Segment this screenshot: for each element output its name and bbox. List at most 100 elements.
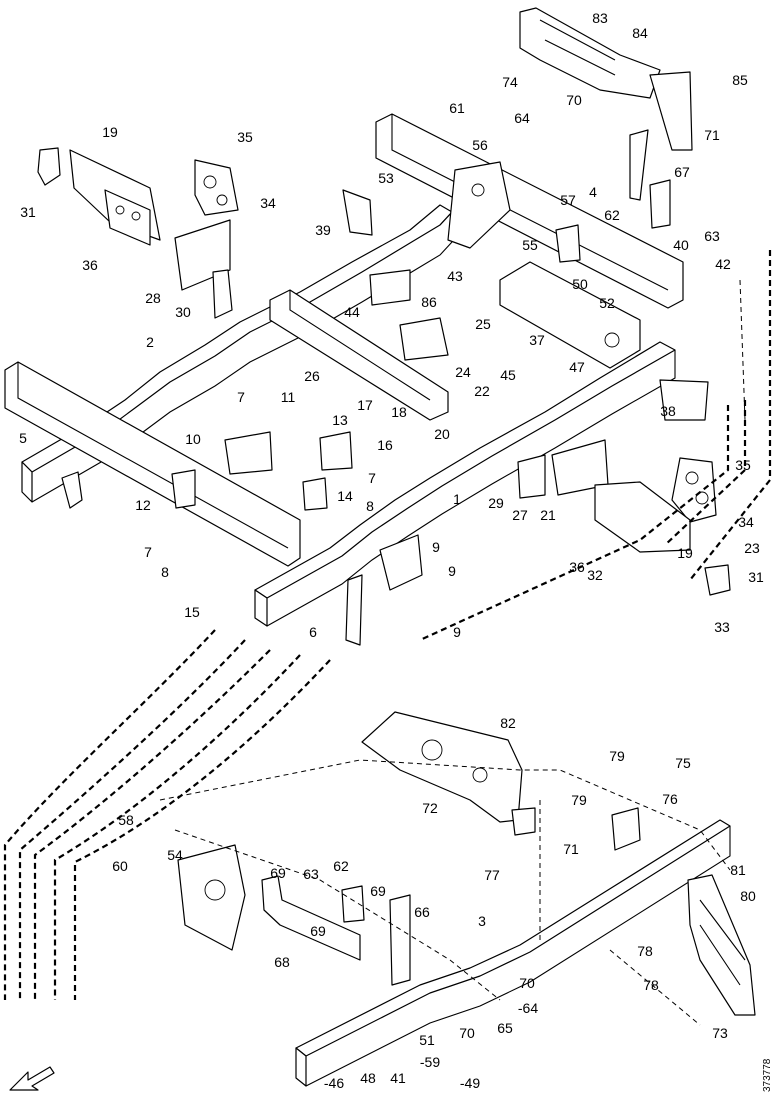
callout-label: 84 bbox=[632, 25, 648, 41]
callout-50: 50 bbox=[572, 276, 588, 292]
callout-63a: 63 bbox=[704, 228, 720, 244]
callout-label: 52 bbox=[599, 295, 615, 311]
callout-18: 18 bbox=[391, 404, 407, 420]
callout-label: 34 bbox=[738, 514, 754, 530]
callout-21: 21 bbox=[540, 507, 556, 523]
callout-49: -49 bbox=[460, 1075, 480, 1091]
callout-label: 31 bbox=[748, 569, 764, 585]
callout-label: 75 bbox=[675, 755, 691, 771]
callout-label: 82 bbox=[500, 715, 516, 731]
callout-label: 40 bbox=[673, 237, 689, 253]
callout-label: 9 bbox=[453, 624, 461, 640]
callout-label: 83 bbox=[592, 10, 608, 26]
callout-label: 68 bbox=[274, 954, 290, 970]
callout-label: 74 bbox=[502, 74, 518, 90]
callout-25: 25 bbox=[475, 316, 491, 332]
callout-12: 12 bbox=[135, 497, 151, 513]
callout-label: 28 bbox=[145, 290, 161, 306]
callout-40: 40 bbox=[673, 237, 689, 253]
callout-72: 72 bbox=[422, 800, 438, 816]
callout-56: 56 bbox=[472, 137, 488, 153]
callout-26: 26 bbox=[304, 368, 320, 384]
callout-label: -64 bbox=[518, 1000, 538, 1016]
callout-69a: 69 bbox=[270, 865, 286, 881]
callout-label: 7 bbox=[368, 470, 376, 486]
callout-6: 6 bbox=[309, 624, 317, 640]
callout-53: 53 bbox=[378, 170, 394, 186]
callout-62b: 62 bbox=[333, 858, 349, 874]
callout-42: 42 bbox=[715, 256, 731, 272]
callout-23: 23 bbox=[744, 540, 760, 556]
callout-35b: 35 bbox=[735, 457, 751, 473]
callout-label: 10 bbox=[185, 431, 201, 447]
callout-label: 2 bbox=[146, 334, 154, 350]
callout-label: 5 bbox=[19, 430, 27, 446]
callout-35a: 35 bbox=[237, 129, 253, 145]
callout-label: 29 bbox=[488, 495, 504, 511]
callout-67: 67 bbox=[674, 164, 690, 180]
callout-label: 24 bbox=[455, 364, 471, 380]
callout-64a: 64 bbox=[514, 110, 530, 126]
callout-7b: 7 bbox=[368, 470, 376, 486]
callout-label: 36 bbox=[569, 559, 585, 575]
upper-brackets bbox=[37, 7, 731, 646]
callout-label: 47 bbox=[569, 359, 585, 375]
callout-55: 55 bbox=[522, 237, 538, 253]
callout-83: 83 bbox=[592, 10, 608, 26]
callout-47: 47 bbox=[569, 359, 585, 375]
callout-58: 58 bbox=[118, 812, 134, 828]
callout-label: 63 bbox=[303, 866, 319, 882]
callout-label: -59 bbox=[420, 1054, 440, 1070]
callout-66: 66 bbox=[414, 904, 430, 920]
lower-dashed-lines bbox=[159, 759, 731, 1026]
callout-17: 17 bbox=[357, 397, 373, 413]
callout-label: 61 bbox=[449, 100, 465, 116]
callout-label: 20 bbox=[434, 426, 450, 442]
callout-46: -46 bbox=[324, 1075, 344, 1091]
callout-label: 62 bbox=[604, 207, 620, 223]
callout-label: 78 bbox=[637, 943, 653, 959]
callout-label: 43 bbox=[447, 268, 463, 284]
callout-71a: 71 bbox=[704, 127, 720, 143]
callout-13: 13 bbox=[332, 412, 348, 428]
callout-label: 9 bbox=[448, 563, 456, 579]
callout-2: 2 bbox=[146, 334, 154, 350]
callout-label: 17 bbox=[357, 397, 373, 413]
callout-8b: 8 bbox=[161, 564, 169, 580]
callout-52: 52 bbox=[599, 295, 615, 311]
callout-3: 3 bbox=[478, 913, 486, 929]
callout-75: 75 bbox=[675, 755, 691, 771]
callout-29: 29 bbox=[488, 495, 504, 511]
callout-label: 37 bbox=[529, 332, 545, 348]
callout-label: 71 bbox=[704, 127, 720, 143]
callout-38: 38 bbox=[660, 403, 676, 419]
callout-78b: 78 bbox=[643, 977, 659, 993]
callout-62a: 62 bbox=[604, 207, 620, 223]
callout-78a: 78 bbox=[637, 943, 653, 959]
centre-crossmember bbox=[499, 261, 641, 369]
callout-label: 56 bbox=[472, 137, 488, 153]
callout-28: 28 bbox=[145, 290, 161, 306]
lower-crossmember bbox=[361, 711, 523, 823]
callout-69b: 69 bbox=[370, 883, 386, 899]
callout-48: 48 bbox=[360, 1070, 376, 1086]
callout-37: 37 bbox=[529, 332, 545, 348]
callout-9b: 9 bbox=[448, 563, 456, 579]
callout-label: 67 bbox=[674, 164, 690, 180]
callout-label: 4 bbox=[589, 184, 597, 200]
callout-label: 9 bbox=[432, 539, 440, 555]
callout-65: 65 bbox=[497, 1020, 513, 1036]
callout-label: 50 bbox=[572, 276, 588, 292]
callout-76: 76 bbox=[662, 791, 678, 807]
callout-label: 35 bbox=[237, 129, 253, 145]
callout-label: 72 bbox=[422, 800, 438, 816]
callout-16: 16 bbox=[377, 437, 393, 453]
callout-32: 32 bbox=[587, 567, 603, 583]
callout-label: 32 bbox=[587, 567, 603, 583]
callout-7a: 7 bbox=[237, 389, 245, 405]
callout-label: 35 bbox=[735, 457, 751, 473]
callout-label: 42 bbox=[715, 256, 731, 272]
callout-7c: 7 bbox=[144, 544, 152, 560]
callout-44: 44 bbox=[344, 304, 360, 320]
